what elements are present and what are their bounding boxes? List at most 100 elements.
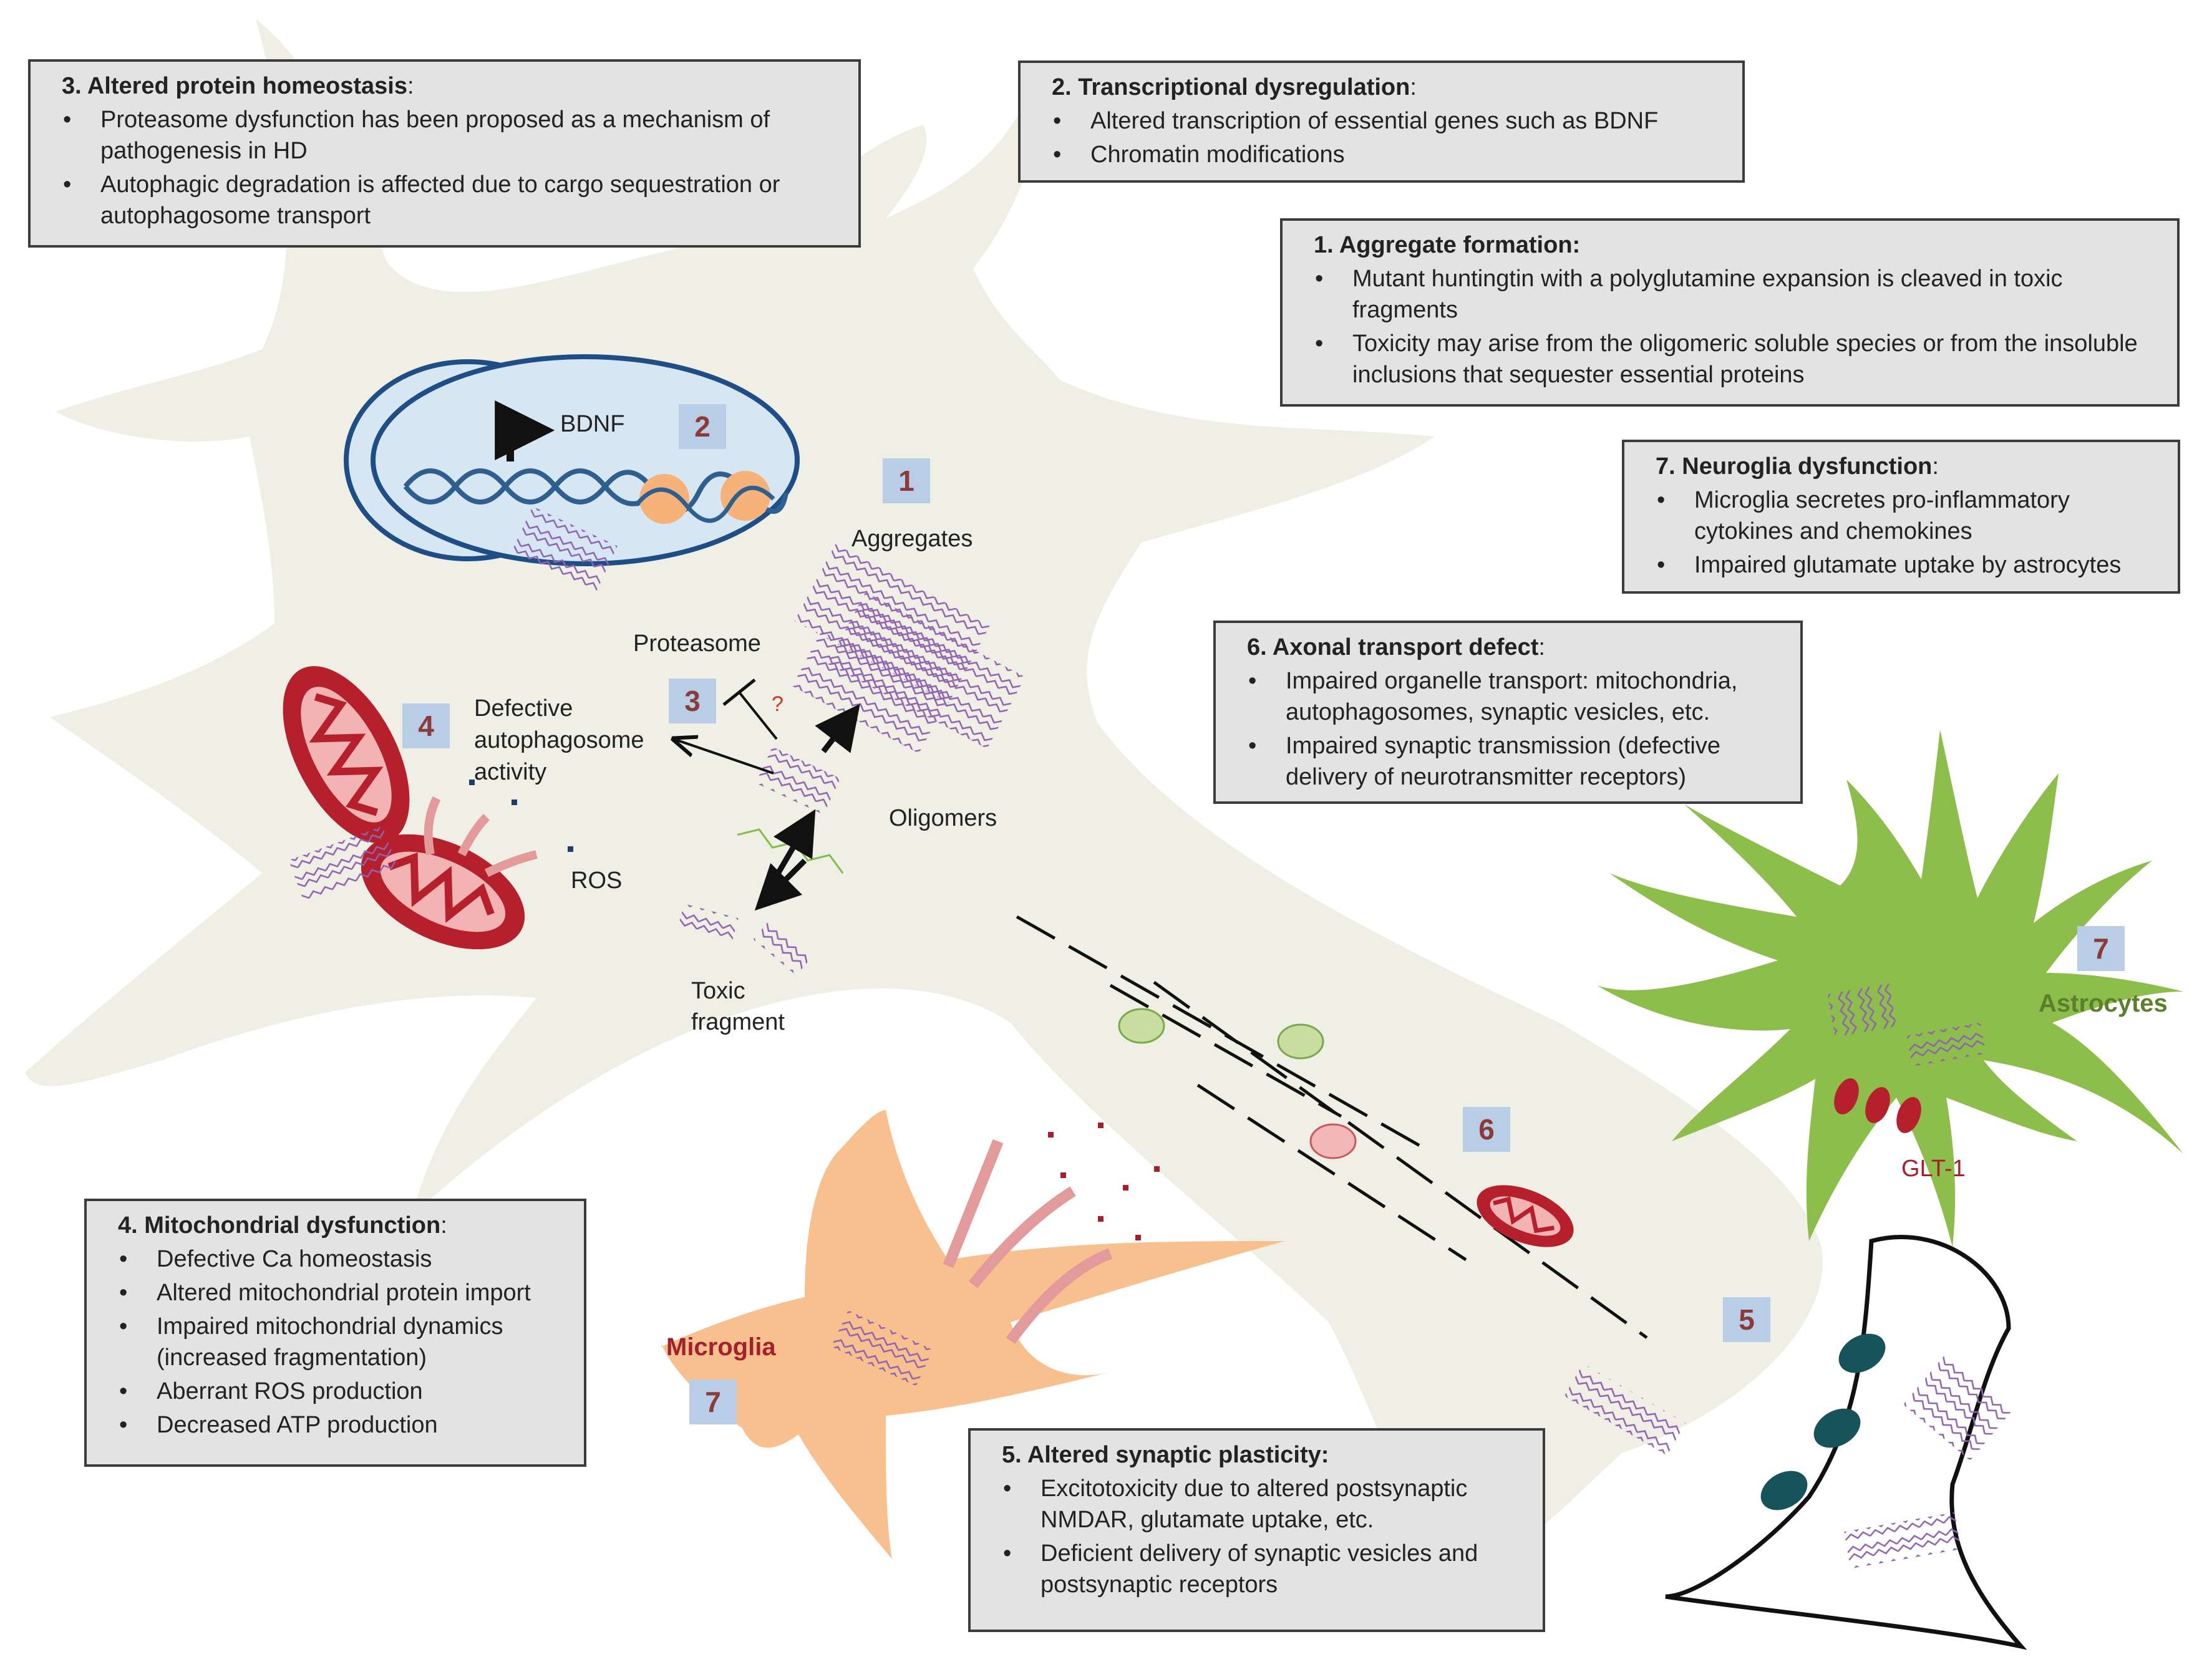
- list-item: Altered transcription of essential genes…: [1053, 105, 1724, 137]
- vesicle-pink: [1309, 1123, 1357, 1159]
- cytokine-dot-2: [1098, 1123, 1104, 1128]
- box-altered-protein-homeostasis: 3. Altered protein homeostasis: Proteaso…: [28, 59, 861, 248]
- number-tag-7-microglia: 7: [689, 1379, 737, 1424]
- label-fragment: fragment: [691, 1009, 785, 1035]
- microtubule-4: [1109, 983, 1342, 1118]
- microtubule-1: [1016, 915, 1430, 1152]
- microglia-cell: [661, 1110, 1285, 1559]
- box-list: Defective Ca homeostasis Altered mitocho…: [118, 1244, 565, 1441]
- label-glt1: GLT-1: [1901, 1156, 1966, 1182]
- box-mitochondrial-dysfunction: 4. Mitochondrial dysfunction: Defective …: [84, 1199, 586, 1467]
- box-list: Microglia secretes pro-inflammatory cyto…: [1656, 485, 2159, 581]
- number-tag-7-astrocytes: 7: [2077, 926, 2125, 971]
- list-item: Aberrant ROS production: [119, 1376, 565, 1407]
- list-item: Autophagic degradation is affected due t…: [63, 169, 840, 231]
- arrow-oligomer-to-aggregate: [815, 703, 860, 753]
- ros-dot-1: [469, 780, 475, 785]
- ros-dot-3: [568, 846, 573, 852]
- mitochondrion-upper: [283, 666, 410, 843]
- postsynaptic-receptor-2: [1813, 1408, 1861, 1448]
- polyq-microglia: [831, 1310, 933, 1386]
- label-ros: ROS: [571, 867, 623, 894]
- transcription-arrow: [495, 400, 555, 461]
- list-item: Defective Ca homeostasis: [119, 1244, 565, 1275]
- vesicle-green-1: [1118, 1008, 1165, 1044]
- number-tag-4: 4: [402, 703, 450, 748]
- box-title: 5. Altered synaptic plasticity:: [1002, 1442, 1329, 1468]
- number-tag-6: 6: [1463, 1107, 1510, 1152]
- arrow-oligomer-to-autophagosome: [674, 739, 774, 775]
- box-list: Mutant huntingtin with a polyglutamine e…: [1314, 263, 2158, 390]
- polyq-on-mitochondria: [288, 826, 398, 902]
- nucleosome-1: [639, 474, 689, 524]
- box-title: 3. Altered protein homeostasis: [62, 73, 407, 99]
- ros-arrow-1: [424, 796, 441, 856]
- microtubule-2: [1153, 980, 1648, 1340]
- toxic-fragment-polyq-2: [753, 920, 813, 976]
- ros-arrow-3: [484, 850, 538, 877]
- number-tag-5: 5: [1723, 1297, 1770, 1342]
- box-altered-synaptic-plasticity: 5. Altered synaptic plasticity: Excitoto…: [968, 1428, 1545, 1632]
- mitochondrion-axon: [1477, 1185, 1574, 1247]
- proteasome-inhibition-line: [738, 691, 778, 740]
- cytokine-dot-7: [1154, 1166, 1160, 1172]
- label-proteasome: Proteasome: [633, 630, 761, 657]
- number-tag-1: 1: [883, 458, 930, 503]
- polyq-synapse-2: [1844, 1512, 1961, 1569]
- label-oligomers: Oligomers: [889, 805, 997, 831]
- label-aggregates: Aggregates: [851, 526, 973, 552]
- vesicle-green-2: [1277, 1023, 1324, 1060]
- list-item: Toxicity may arise from the oligomeric s…: [1315, 328, 2158, 390]
- box-title: 6. Axonal transport defect: [1247, 634, 1539, 660]
- toxic-fragment-polyq-1: [677, 904, 739, 942]
- list-item: Impaired glutamate uptake by astrocytes: [1657, 549, 2159, 581]
- label-defective-2: autophagosome: [474, 727, 644, 753]
- cytokine-dot-6: [1135, 1235, 1141, 1240]
- number-tag-3: 3: [669, 679, 716, 723]
- polyq-synapse-1: [1903, 1351, 2014, 1461]
- box-list: Altered transcription of essential genes…: [1052, 105, 1724, 170]
- glt1-transporter-3: [1896, 1097, 1921, 1133]
- box-list: Impaired organelle transport: mitochondr…: [1247, 665, 1782, 793]
- astrocyte-cell: [1597, 730, 2183, 1247]
- list-item: Chromatin modifications: [1053, 139, 1724, 170]
- label-defective-1: Defective: [474, 695, 573, 722]
- list-item: Deficient delivery of synaptic vesicles …: [1003, 1538, 1524, 1600]
- cytokine-dot-3: [1060, 1172, 1066, 1178]
- list-item: Proteasome dysfunction has been proposed…: [63, 104, 840, 167]
- box-title: 1. Aggregate formation:: [1314, 232, 1581, 258]
- aggregate-cluster-2: [827, 592, 1026, 749]
- polyq-axon: [1564, 1363, 1686, 1456]
- list-item: Altered mitochondrial protein import: [119, 1277, 565, 1308]
- number-tag-2: 2: [679, 404, 726, 449]
- list-item: Impaired mitochondrial dynamics (increas…: [119, 1311, 565, 1373]
- proteasome-inhibition-bar: [722, 679, 756, 706]
- label-astrocytes: Astrocytes: [2039, 990, 2168, 1017]
- box-list: Excitotoxicity due to altered postsynapt…: [1002, 1473, 1524, 1600]
- label-microglia: Microglia: [666, 1333, 776, 1361]
- label-toxic: Toxic: [691, 978, 745, 1004]
- cytokine-dot-4: [1123, 1185, 1128, 1191]
- label-defective-3: activity: [474, 759, 547, 785]
- cytokine-arrow-3: [1006, 1248, 1113, 1345]
- mitochondrion-lower: [361, 834, 525, 950]
- glt1-transporter-1: [1834, 1078, 1859, 1114]
- cytokine-arrow-1: [943, 1139, 1004, 1268]
- postsynaptic-receptor-3: [1760, 1471, 1808, 1510]
- nucleosome-2: [720, 471, 770, 521]
- microtubule-3: [1196, 1083, 1467, 1262]
- box-aggregate-formation: 1. Aggregate formation: Mutant huntingti…: [1280, 218, 2180, 407]
- box-list: Proteasome dysfunction has been proposed…: [62, 104, 840, 231]
- cytokine-dot-1: [1048, 1132, 1054, 1138]
- list-item: Microglia secretes pro-inflammatory cyto…: [1657, 485, 2159, 547]
- list-item: Impaired organelle transport: mitochondr…: [1248, 665, 1782, 728]
- box-neuroglia-dysfunction: 7. Neuroglia dysfunction: Microglia secr…: [1622, 440, 2180, 594]
- polyq-astrocyte-2: [1906, 1022, 1986, 1067]
- oligomer-polyq: [755, 746, 841, 815]
- postsynaptic-neuron: [1665, 1235, 2027, 1650]
- list-item: Impaired synaptic transmission (defectiv…: [1248, 730, 1782, 793]
- cytokine-dot-5: [1098, 1216, 1104, 1222]
- list-item: Mutant huntingtin with a polyglutamine e…: [1315, 263, 2158, 326]
- polyq-astrocyte-1: [1827, 983, 1897, 1038]
